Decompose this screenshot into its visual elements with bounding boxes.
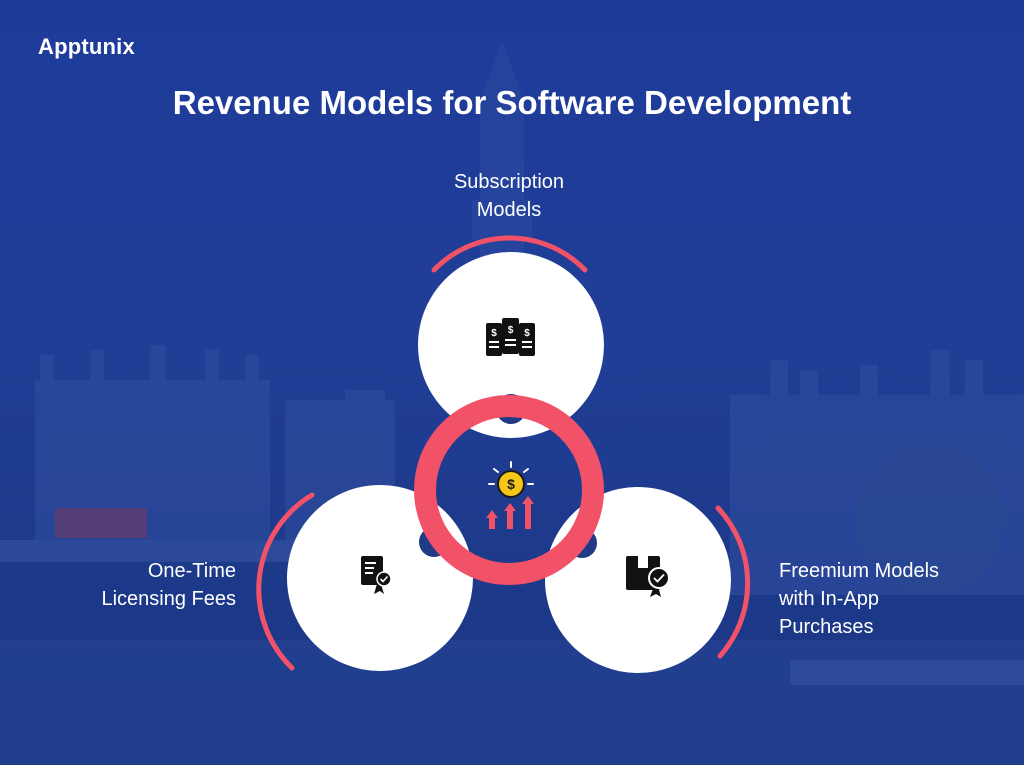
label-line: Purchases bbox=[779, 616, 874, 638]
svg-text:$: $ bbox=[507, 476, 515, 492]
label-freemium-models: Freemium Models with In-App Purchases bbox=[779, 557, 999, 641]
left-accent-arc bbox=[256, 492, 315, 671]
label-line: with In-App bbox=[779, 588, 880, 610]
svg-text:$: $ bbox=[524, 328, 530, 339]
apptunix-logo: Apptunix bbox=[38, 34, 135, 59]
svg-text:$: $ bbox=[491, 328, 497, 339]
label-subscription-models: Subscription Models bbox=[409, 168, 609, 224]
label-line: Freemium Models bbox=[779, 560, 940, 582]
certificate-document-icon bbox=[361, 556, 392, 594]
label-one-time-licensing-fees: One-Time Licensing Fees bbox=[36, 557, 236, 613]
page-title: Revenue Models for Software Development bbox=[172, 84, 852, 121]
label-line: Models bbox=[476, 199, 542, 221]
label-line: One-Time bbox=[147, 560, 236, 582]
right-accent-arc bbox=[715, 505, 751, 659]
revenue-growth-icon: $ bbox=[486, 461, 534, 529]
badge-box-icon bbox=[626, 556, 670, 597]
center-ring bbox=[414, 395, 604, 585]
svg-text:$: $ bbox=[508, 325, 514, 336]
top-accent-arc bbox=[431, 235, 588, 273]
stacked-bills-icon: $ $ $ bbox=[486, 318, 535, 356]
label-line: Licensing Fees bbox=[101, 588, 236, 610]
label-line: Subscription bbox=[453, 171, 565, 193]
